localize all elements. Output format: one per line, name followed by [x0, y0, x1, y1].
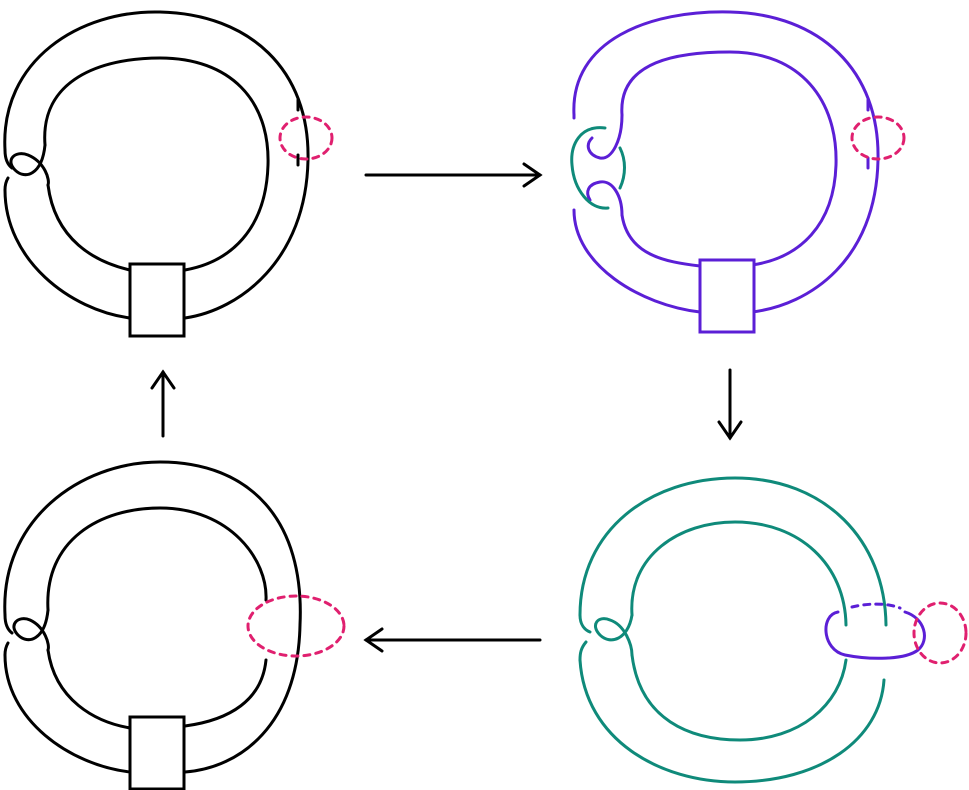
clasp-strand-left: [3, 148, 14, 192]
outer-strand: [3, 10, 310, 320]
arrows: [150, 162, 743, 653]
clasp-strand: [12, 608, 50, 652]
inner-strand-lower: [630, 653, 848, 742]
clasp-strand-left: [3, 613, 14, 657]
panel-top-left: [3, 10, 334, 338]
coupon-box: [698, 258, 756, 334]
coupon-box: [128, 715, 186, 790]
arrow-left: [363, 627, 542, 653]
teal-clasp-right: [618, 146, 626, 190]
arrow-down: [717, 368, 743, 441]
teal-clasp: [570, 126, 610, 210]
outer-strand-lower: [578, 658, 886, 784]
clasp-hook-top: [572, 113, 624, 160]
dashed-meridian-circle: [850, 115, 906, 161]
clasp-strand: [9, 143, 50, 187]
panel-top-right: [570, 10, 906, 334]
inner-strand: [46, 506, 268, 612]
clasp-strand-left: [578, 613, 592, 662]
outer-strand: [578, 476, 888, 627]
panel-bottom-left: [3, 460, 346, 790]
arrow-right: [364, 162, 543, 188]
outer-strand-lower: [572, 208, 702, 314]
inner-strand-lower: [620, 213, 702, 268]
linked-component-dashed: [850, 602, 902, 610]
panel-bottom-right: [578, 476, 968, 784]
dashed-meridian-circle: [278, 115, 334, 161]
arrow-up: [150, 369, 176, 438]
dashed-meridian-circle: [246, 594, 346, 658]
inner-strand-lower: [46, 183, 132, 272]
linked-component: [824, 610, 926, 660]
coupon-box: [128, 262, 186, 338]
outer-strand-lower: [3, 653, 132, 774]
clasp-hook-bottom: [586, 180, 624, 217]
inner-strand: [620, 50, 838, 267]
outer-strand-lower: [3, 188, 132, 320]
outer-strand: [572, 10, 880, 314]
inner-strand: [630, 520, 848, 627]
clasp-strand: [594, 613, 634, 657]
outer-strand: [3, 460, 302, 774]
inner-strand-lower: [46, 648, 268, 730]
inner-strand: [43, 56, 270, 272]
dashed-meridian-circle: [912, 601, 968, 665]
